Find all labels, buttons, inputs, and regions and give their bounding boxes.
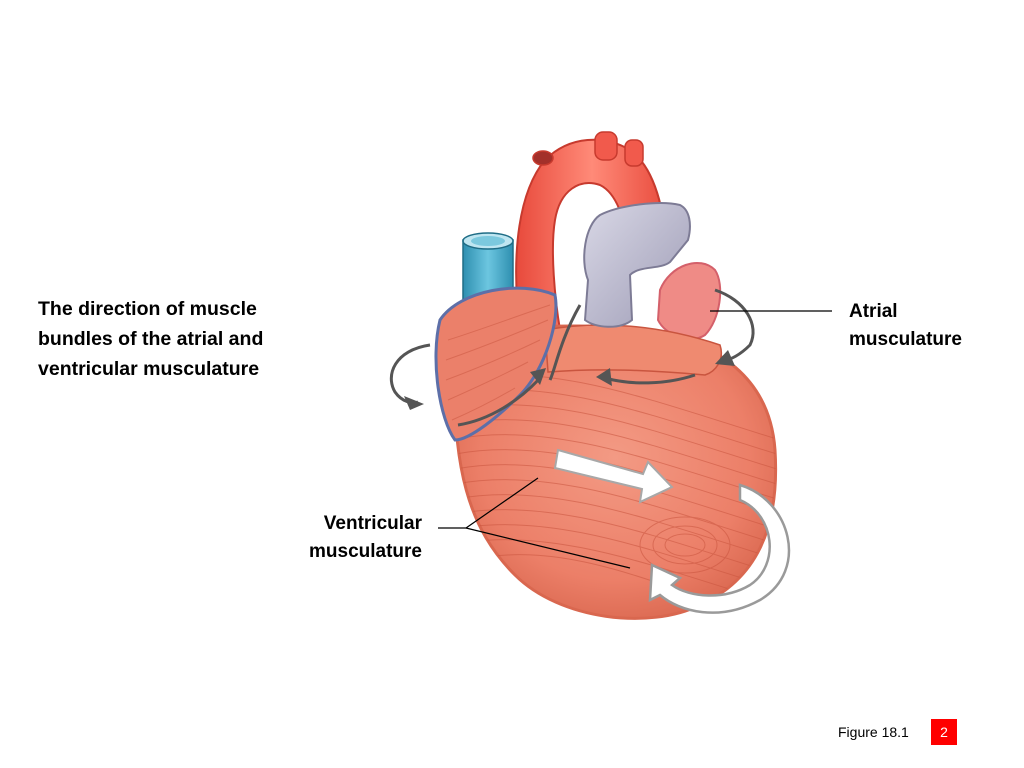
title-line-2: bundles of the atrial and [38, 328, 264, 350]
left-atrium [656, 261, 722, 340]
aorta [515, 131, 670, 331]
slide-number: 2 [931, 719, 957, 745]
atrial-label-line-2: musculature [849, 329, 962, 350]
ventricular-label-line-2: musculature [309, 541, 422, 562]
title-line-3: ventricular musculature [38, 358, 260, 380]
ventricular-curved-arrow [648, 483, 791, 614]
leader-lines [438, 310, 832, 569]
atrial-musculature-label: Atrial musculature [849, 298, 962, 354]
slide-title: The direction of muscle bundles of the a… [38, 294, 328, 384]
figure-caption: Figure 18.1 [838, 724, 909, 740]
pulmonary-trunk [583, 202, 691, 328]
ventricular-label-line-1: Ventricular [323, 513, 422, 534]
atrial-label-line-1: Atrial [849, 301, 898, 322]
ventricular-musculature-label: Ventricular musculature [260, 510, 422, 566]
ventricular-straight-arrow [553, 448, 674, 504]
arrowheads [404, 350, 735, 410]
title-line-1: The direction of muscle [38, 298, 257, 320]
